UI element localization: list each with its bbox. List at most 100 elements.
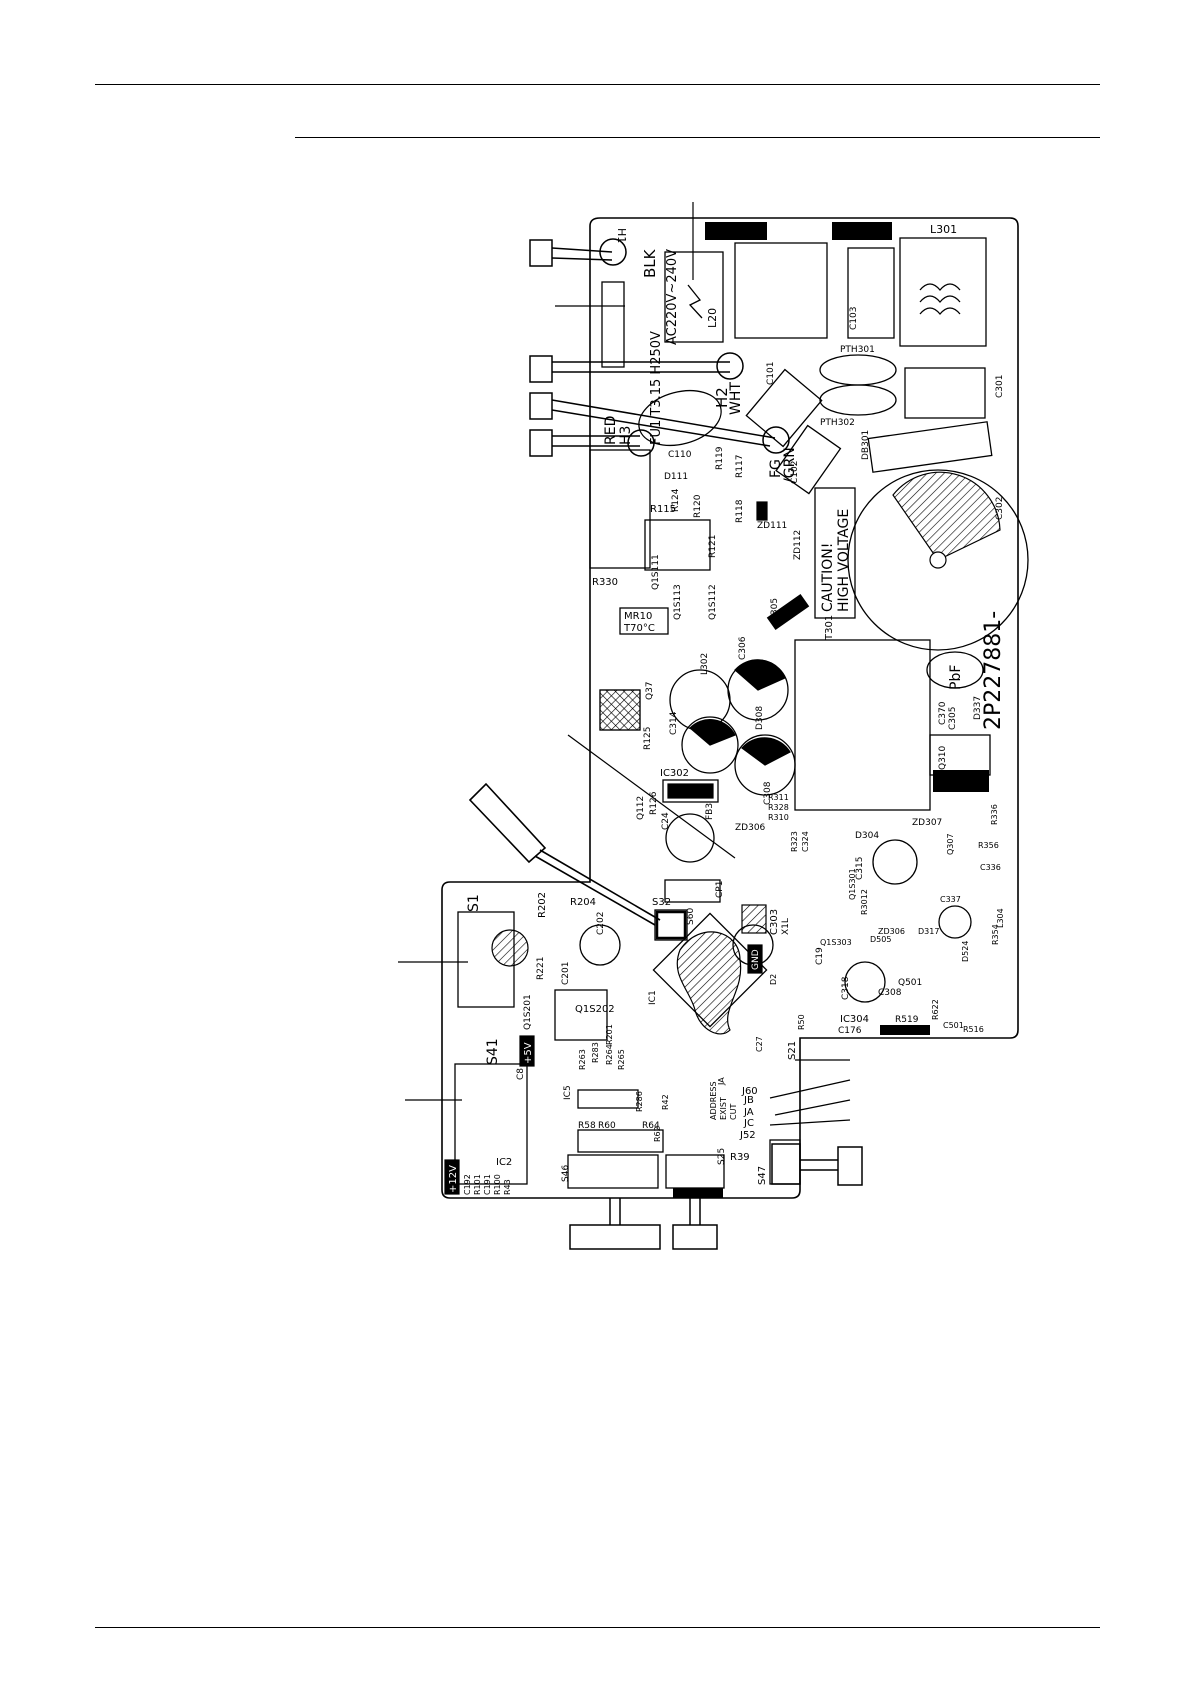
label-c102: C102 — [790, 461, 800, 484]
label-h3: H3 — [618, 426, 634, 445]
footer-rule — [95, 1627, 1100, 1628]
t301-transformer — [794, 639, 931, 811]
label-r119: R119 — [715, 446, 725, 470]
c202-circle — [579, 924, 621, 966]
l301-coil — [899, 237, 987, 347]
label-r117: R117 — [735, 455, 745, 478]
label-c314: C314 — [669, 711, 679, 735]
top-connector-right — [832, 222, 892, 240]
c337-circle — [938, 905, 972, 939]
bottom-connector-strip — [880, 1025, 930, 1035]
label-l301: L301 — [930, 223, 957, 236]
label-s25: S25 — [717, 1148, 727, 1165]
label-c337: C337 — [940, 895, 961, 904]
label-c19: C19 — [815, 947, 825, 965]
label-s47: S47 — [757, 1166, 768, 1185]
label-highvoltage: HIGH VOLTAGE — [836, 509, 852, 612]
label-fb3: FB3 — [705, 803, 715, 820]
ps111-block — [644, 519, 711, 571]
label-r201: R201 — [605, 1024, 614, 1045]
label-s1: S1 — [466, 894, 482, 912]
pth301-ellipse — [819, 354, 897, 386]
label-q37: Q37 — [645, 681, 655, 700]
label-r50: R50 — [797, 1014, 806, 1030]
label-c302: C302 — [995, 497, 1005, 520]
label-pbf: PbF — [948, 665, 964, 690]
label-c336: C336 — [980, 863, 1001, 872]
d305-pins — [766, 593, 810, 631]
label-r263: R263 — [578, 1049, 587, 1070]
label-s60: S60 — [686, 908, 696, 925]
label-s41: S41 — [485, 1038, 501, 1065]
label-jadr: JA — [717, 1077, 726, 1086]
label-c192: C192 — [463, 1174, 472, 1195]
label-d308: D308 — [755, 706, 765, 730]
label-ic304: IC304 — [840, 1014, 869, 1025]
label-c101: C101 — [766, 362, 776, 385]
label-r356: R356 — [978, 841, 999, 850]
s25-connector — [665, 1154, 725, 1189]
c308-circle — [734, 734, 796, 796]
c103-rect — [847, 247, 895, 339]
label-c110: C110 — [668, 450, 692, 460]
ic5-block — [577, 1089, 639, 1109]
connector-box-s46 — [569, 1224, 661, 1250]
label-blk: BLK — [641, 248, 659, 278]
fuse-block — [664, 251, 724, 343]
label-ic5: IC5 — [563, 1085, 573, 1100]
terminal-h1-circle — [599, 238, 627, 266]
label-ic1: IC1 — [648, 990, 658, 1005]
label-d317: D317 — [918, 927, 939, 936]
pbf-ellipse — [926, 651, 984, 689]
label-s21: S21 — [787, 1041, 798, 1060]
label-r328: R328 — [768, 803, 789, 812]
terminal-box-red — [529, 429, 553, 457]
ps201-block — [554, 989, 608, 1041]
s46-connector — [567, 1154, 659, 1189]
label-c103: C103 — [849, 307, 859, 330]
label-ps112: Q1S112 — [708, 584, 718, 620]
c302-wedge — [892, 471, 1001, 561]
label-r42: R42 — [661, 1094, 670, 1110]
label-c24: C24 — [661, 812, 671, 830]
terminal-blk-circle — [716, 352, 744, 380]
callout-ja — [774, 1099, 851, 1116]
label-r120: R120 — [693, 494, 703, 518]
label-d2: D2 — [769, 974, 778, 985]
label-db301: DB301 — [861, 430, 871, 460]
relay-r330 — [589, 449, 651, 569]
label-r221: R221 — [536, 957, 546, 980]
label-c315: C315 — [855, 857, 865, 880]
header-rule-top — [95, 84, 1100, 85]
plus12v-badge — [444, 1159, 460, 1195]
label-gnd: GND — [751, 949, 761, 970]
label-q112: Q112 — [636, 796, 646, 820]
relay-l301-area — [734, 242, 828, 339]
label-h2: H2 — [713, 387, 731, 408]
label-c301: C301 — [995, 375, 1005, 398]
label-l302: L302 — [700, 653, 710, 675]
label-c318: C318 — [841, 976, 851, 1000]
bottom-connector-pins — [673, 1188, 723, 1198]
label-c324: C324 — [801, 831, 810, 852]
right-connector-strip — [933, 770, 989, 792]
label-plus12v: +12V — [448, 1165, 459, 1193]
label-r124: R124 — [671, 488, 681, 512]
top-connector-left — [705, 222, 767, 240]
label-c370: C370 — [938, 701, 948, 725]
hatched-region-center — [676, 931, 742, 1035]
label-plus5v: +5V — [523, 1042, 534, 1064]
label-c308b: C308 — [878, 988, 902, 998]
label-c176: C176 — [838, 1026, 862, 1036]
label-ps113: Q1S113 — [673, 584, 683, 620]
label-ac: AC220V~240V — [665, 249, 680, 345]
s41-connector — [454, 1063, 528, 1185]
label-zd307: ZD307 — [912, 818, 942, 828]
label-ps111: Q1S111 — [651, 554, 661, 590]
terminal-box-blk — [529, 355, 553, 383]
label-r264: R264 — [605, 1044, 614, 1065]
label-r330: R330 — [592, 577, 618, 588]
label-ps303: Q1S303 — [820, 938, 852, 947]
label-r311: R311 — [768, 793, 789, 802]
label-cp1: CP1 — [715, 881, 725, 898]
